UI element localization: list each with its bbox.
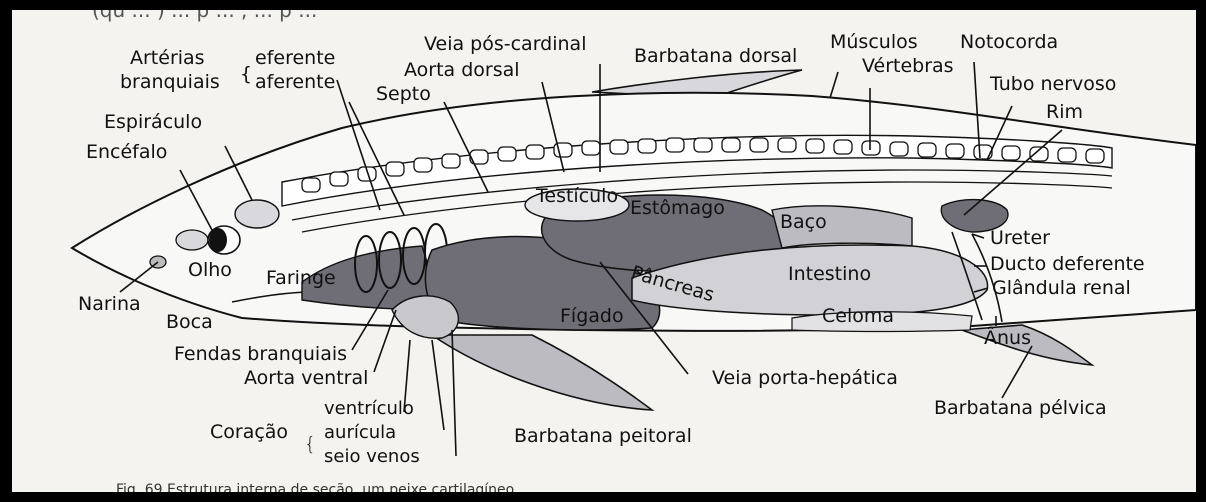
- label-aferente: aferente: [255, 71, 335, 93]
- label-estomago: Estômago: [630, 197, 725, 219]
- testis: [524, 188, 630, 222]
- label-celoma: Celoma: [822, 305, 894, 327]
- pelvic-fin: [961, 324, 1095, 367]
- label-septo: Septo: [376, 83, 431, 105]
- label-notocorda: Notocorda: [960, 31, 1058, 53]
- cloaca-ducts: [951, 231, 983, 321]
- label-fendas-branquiais: Fendas branquiais: [174, 343, 347, 365]
- label-boca: Boca: [166, 311, 213, 333]
- label-arterias: Artérias: [130, 47, 205, 69]
- heart: [391, 295, 460, 339]
- label-narina: Narina: [78, 293, 141, 315]
- kidney: [940, 198, 1009, 233]
- label-barbatana-pelvica: Barbatana pélvica: [934, 397, 1107, 419]
- label-auricula: aurícula: [324, 422, 396, 443]
- brace-arterias: {: [240, 63, 252, 85]
- label-musculos: Músculos: [830, 31, 918, 53]
- label-tubo-nervoso: Tubo nervoso: [989, 73, 1116, 95]
- label-espiraculo: Espiráculo: [104, 111, 202, 133]
- brain: [234, 199, 280, 229]
- cloaca-ducts-2: [971, 233, 1003, 323]
- label-barbatana-dorsal: Barbatana dorsal: [634, 45, 797, 67]
- label-glandula-renal: Glândula renal: [992, 277, 1131, 299]
- label-ventriculo: ventrículo: [324, 398, 414, 419]
- notochord-line: [291, 169, 1113, 221]
- label-aorta-dorsal: Aorta dorsal: [404, 59, 520, 81]
- label-ureter: Ureter: [990, 227, 1050, 249]
- shark-anatomy-diagram: Artérias branquiais { eferente aferente …: [70, 31, 1196, 467]
- intestine: [631, 244, 989, 316]
- label-branquiais: branquiais: [120, 71, 220, 93]
- figure-caption: Fig. 69 Estrutura interna de seção, um p…: [116, 482, 515, 492]
- eye-pupil: [209, 228, 227, 252]
- label-encefalo: Encéfalo: [86, 141, 167, 163]
- label-coracao: Coração: [210, 421, 288, 443]
- brain-lobe: [175, 229, 209, 251]
- label-ducto-deferente: Ducto deferente: [990, 253, 1145, 275]
- top-text: (qu ... ) ... p ... , ... p ...: [92, 10, 318, 22]
- label-testiculo: Testículo: [535, 185, 618, 207]
- label-aorta-ventral: Aorta ventral: [244, 367, 368, 389]
- label-anus: Ânus: [984, 326, 1031, 349]
- label-vertebras: Vértebras: [862, 55, 954, 77]
- label-baco: Baço: [780, 211, 827, 233]
- pectoral-fin: [429, 334, 655, 411]
- label-faringe: Faringe: [266, 267, 336, 289]
- dorsal-fin: [591, 69, 803, 99]
- vertebrae: [301, 137, 1105, 193]
- coelom: [791, 311, 973, 333]
- label-veia-porta-hepatica: Veia porta-hepática: [712, 367, 898, 389]
- label-figado: Fígado: [560, 305, 624, 327]
- label-eferente: eferente: [255, 47, 335, 69]
- label-veia-pos-cardinal: Veia pós-cardinal: [424, 33, 586, 55]
- label-seio-venos: seio venos: [324, 446, 420, 467]
- brace-coracao: {: [304, 433, 316, 455]
- label-barbatana-peitoral: Barbatana peitoral: [514, 425, 692, 447]
- aorta-line: [301, 181, 1113, 233]
- diagram-frame: (qu ... ) ... p ... , ... p ...: [12, 10, 1196, 492]
- label-intestino: Intestino: [788, 263, 871, 285]
- label-olho: Olho: [188, 259, 232, 281]
- label-rim: Rim: [1046, 101, 1083, 123]
- leader-lines: [119, 61, 1063, 457]
